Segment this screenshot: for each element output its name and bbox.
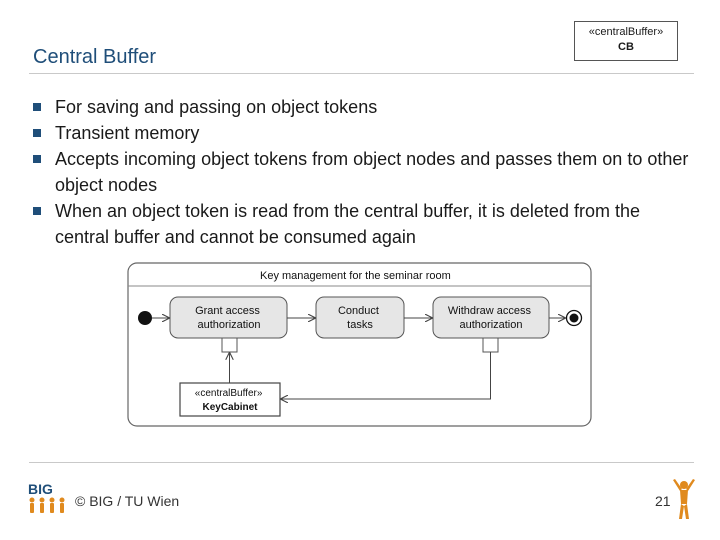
page-number: 21 xyxy=(655,493,671,509)
central-buffer-notation-box: «centralBuffer» CB xyxy=(574,21,678,61)
bullet-item: Accepts incoming object tokens from obje… xyxy=(33,146,693,198)
withdraw-output-pin xyxy=(482,337,499,353)
bullet-list: For saving and passing on object tokens … xyxy=(33,94,693,250)
final-node-inner xyxy=(569,313,579,323)
cheering-figure-icon xyxy=(673,479,695,519)
notation-stereotype: «centralBuffer» xyxy=(588,26,664,38)
bullet-item: When an object token is read from the ce… xyxy=(33,198,693,250)
logo-text: BIG xyxy=(28,481,53,497)
action-withdraw-label-2: authorization xyxy=(460,319,523,331)
action-conduct-label-2: tasks xyxy=(347,319,373,331)
bullet-square-icon xyxy=(33,103,41,111)
grant-input-pin xyxy=(221,337,238,353)
bullet-square-icon xyxy=(33,155,41,163)
svg-text:Withdraw access authorizat: Withdraw access authorization xyxy=(448,305,534,331)
activity-name: Key management for the seminar room xyxy=(260,270,451,282)
people-logo-icon xyxy=(29,497,65,513)
action-conduct-label-1: Conduct xyxy=(338,305,379,317)
bullet-square-icon xyxy=(33,129,41,137)
bullet-item: For saving and passing on object tokens xyxy=(33,94,693,120)
slide-title: Central Buffer xyxy=(33,46,157,68)
footer-divider xyxy=(29,462,694,463)
initial-node xyxy=(138,311,152,325)
svg-text:«centralBuffer» KeyCabinet: «centralBuffer» KeyCabinet xyxy=(195,388,265,413)
notation-name: CB xyxy=(618,41,634,53)
buffer-stereotype: «centralBuffer» xyxy=(195,388,263,399)
title-divider xyxy=(29,73,694,74)
bullet-square-icon xyxy=(33,207,41,215)
buffer-name: KeyCabinet xyxy=(202,402,258,413)
big-logo: BIG xyxy=(28,481,65,513)
bullet-item: Transient memory xyxy=(33,120,693,146)
action-withdraw-label-1: Withdraw access xyxy=(448,305,532,317)
flow-withdraw-pin-to-buffer xyxy=(281,352,491,399)
action-grant-label-2: authorization xyxy=(198,319,261,331)
action-conduct-tasks xyxy=(315,296,405,339)
svg-text:Grant access authorization: Grant access authorization xyxy=(195,305,263,331)
footer-copyright: © BIG / TU Wien xyxy=(75,493,180,509)
action-withdraw-access xyxy=(432,296,550,339)
action-grant-access xyxy=(169,296,288,339)
svg-text:Conduct tasks: Conduct tasks xyxy=(338,305,382,331)
action-grant-label-1: Grant access xyxy=(195,305,260,317)
